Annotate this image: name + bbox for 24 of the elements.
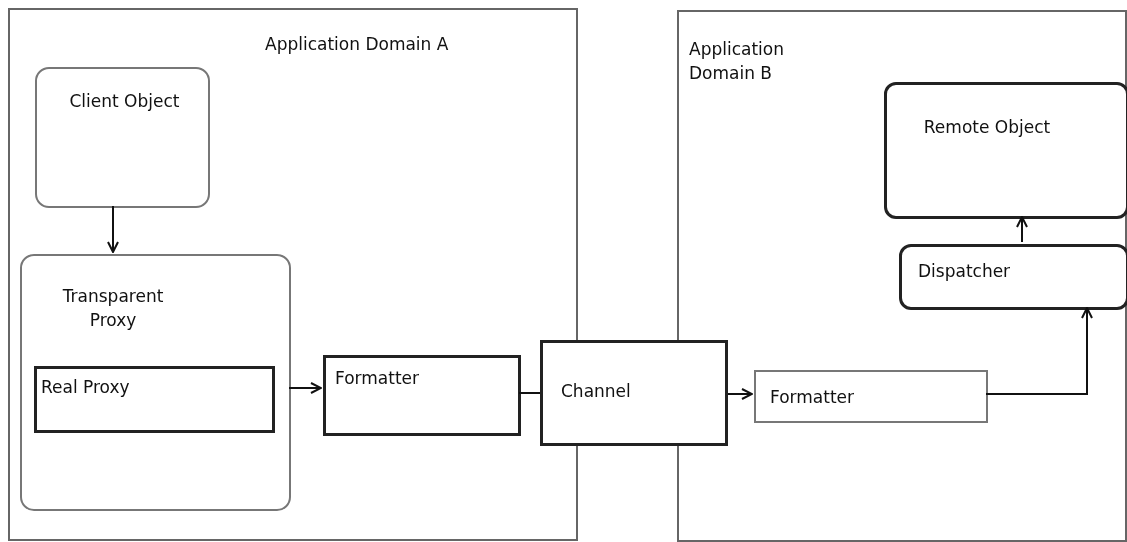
arrow <box>1016 216 1028 243</box>
process-box <box>35 67 210 208</box>
domain-container <box>677 10 1127 542</box>
node-label: Channel <box>561 380 632 403</box>
node-label: Client Object <box>68 90 181 113</box>
node-label: Remote Object <box>922 116 1052 139</box>
arrow <box>107 205 119 253</box>
node-label: Application Domain B <box>689 38 785 85</box>
node-label: Application Domain A <box>265 33 450 56</box>
node-label: Dispatcher <box>918 260 1012 283</box>
process-box <box>323 355 521 436</box>
process-box <box>899 244 1127 310</box>
process-box <box>884 82 1127 219</box>
node-label: Formatter <box>335 367 421 390</box>
arrow <box>288 382 322 394</box>
arrow <box>985 307 1093 395</box>
node-label: Transparent Proxy <box>61 285 165 332</box>
node-label: Real Proxy <box>41 376 131 399</box>
container-box <box>20 254 291 511</box>
process-box <box>754 370 988 423</box>
arrow <box>727 388 753 400</box>
process-box <box>540 340 728 446</box>
process-box <box>34 366 275 433</box>
node-label: Formatter <box>770 386 856 409</box>
